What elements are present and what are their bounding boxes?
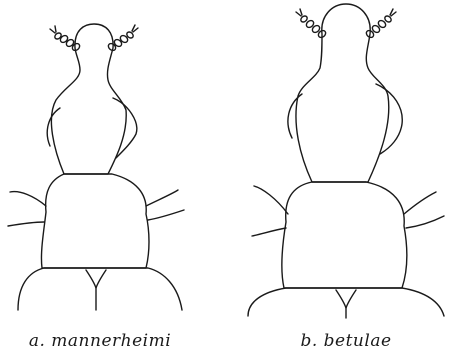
leg-right-upper-b (404, 192, 436, 214)
leg-left-upper-b (254, 186, 288, 214)
antenna-left-a (50, 26, 81, 52)
leg-left-upper-a (10, 192, 46, 206)
scutellum-a (86, 270, 106, 288)
leg-right-upper-a (146, 190, 178, 206)
scutellum-b (336, 290, 356, 308)
leg-left-lower-b (252, 228, 286, 236)
caption-b: b. betulae (300, 331, 391, 351)
leg-left-lower-a (8, 222, 44, 226)
pronotum-a (41, 174, 149, 268)
pronotum-b (282, 182, 407, 288)
eye-right-b (376, 84, 402, 154)
panel-a: a. mannerheimi (8, 24, 184, 351)
eye-left-b (288, 94, 302, 138)
caption-a: a. mannerheimi (29, 331, 171, 351)
leg-right-lower-b (406, 216, 444, 228)
panel-b: b. betulae (248, 4, 444, 351)
elytra-a (18, 268, 182, 310)
head-outline-b (296, 4, 389, 182)
leg-right-lower-a (148, 210, 184, 220)
antenna-right-a (107, 25, 138, 52)
